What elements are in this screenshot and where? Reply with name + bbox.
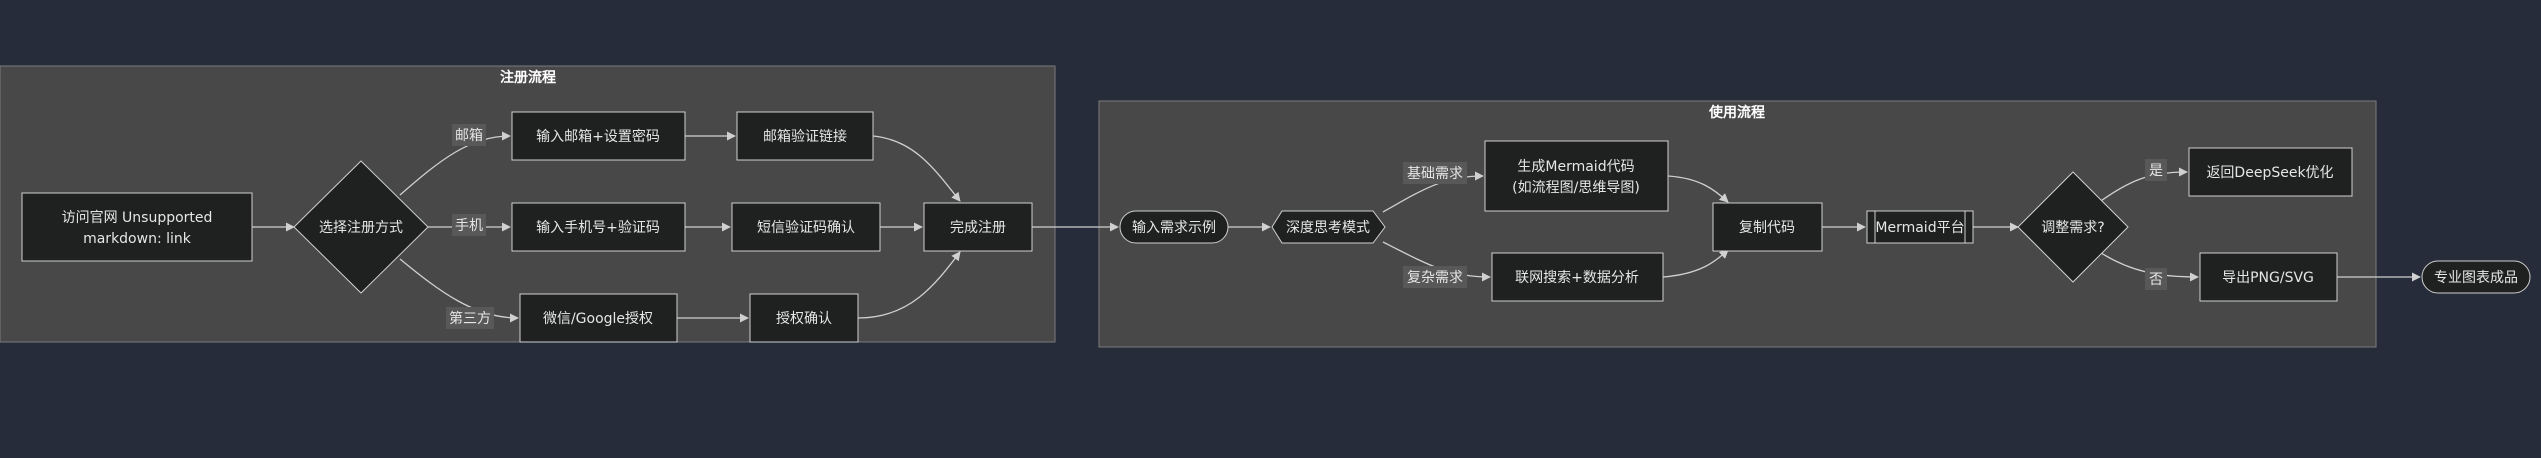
svg-text:联网搜索+数据分析: 联网搜索+数据分析 [1515,269,1639,286]
edge-choose-third [399,258,519,323]
node-visit[interactable]: 访问官网 Unsupported markdown: link [21,192,253,262]
node-mermaid[interactable]: Mermaid平台 [1866,210,1974,244]
svg-text:复制代码: 复制代码 [1739,219,1795,236]
svg-text:手机: 手机 [455,218,483,234]
svg-text:输入手机号+验证码: 输入手机号+验证码 [536,220,660,236]
svg-text:第三方: 第三方 [449,310,491,327]
svg-text:导出PNG/SVG: 导出PNG/SVG [2222,270,2314,286]
svg-text:(如流程图/思维导图): (如流程图/思维导图) [1512,180,1640,196]
svg-text:返回DeepSeek优化: 返回DeepSeek优化 [2206,165,2333,181]
svg-text:markdown: link: markdown: link [83,231,192,247]
node-adjust[interactable]: 调整需求? [2017,171,2129,283]
edge-label-phone: 手机 [452,214,486,236]
svg-text:是: 是 [2149,163,2163,179]
svg-text:授权确认: 授权确认 [776,311,832,327]
node-deep-mode[interactable]: 深度思考模式 [1271,210,1386,244]
node-final[interactable]: 专业图表成品 [2421,260,2531,294]
svg-text:专业图表成品: 专业图表成品 [2434,270,2518,286]
node-input-example[interactable]: 输入需求示例 [1119,210,1229,244]
edge-label-no: 否 [2145,268,2167,290]
edge-label-third: 第三方 [446,307,494,329]
node-third-party[interactable]: 微信/Google授权 [519,293,678,343]
node-phone-input[interactable]: 输入手机号+验证码 [511,202,686,252]
node-choose[interactable]: 选择注册方式 [293,160,429,294]
edge-adjust-back [2097,167,2188,204]
node-email-input[interactable]: 输入邮箱+设置密码 [511,111,686,161]
node-back[interactable]: 返回DeepSeek优化 [2188,147,2353,197]
svg-text:复杂需求: 复杂需求 [1407,269,1463,286]
edge-label-email: 邮箱 [452,124,486,146]
svg-text:生成Mermaid代码: 生成Mermaid代码 [1517,159,1634,175]
edge-auth-done [857,251,961,319]
node-copy-code[interactable]: 复制代码 [1712,202,1823,252]
node-auth-confirm[interactable]: 授权确认 [749,293,859,343]
svg-text:输入需求示例: 输入需求示例 [1132,220,1216,236]
node-email-verify[interactable]: 邮箱验证链接 [736,111,874,161]
edge-choose-email [399,131,511,196]
edge-label-complex: 复杂需求 [1403,266,1467,288]
edge-deep-gen [1382,171,1484,213]
node-done[interactable]: 完成注册 [923,202,1033,252]
node-sms-confirm[interactable]: 短信验证码确认 [731,202,881,252]
svg-text:调整需求?: 调整需求? [2041,220,2104,236]
svg-text:短信验证码确认: 短信验证码确认 [757,220,855,236]
edge-gen-copy [1667,175,1729,203]
svg-text:微信/Google授权: 微信/Google授权 [543,311,653,327]
node-web-search[interactable]: 联网搜索+数据分析 [1491,252,1664,302]
svg-text:邮箱: 邮箱 [455,128,483,144]
edge-label-yes: 是 [2145,159,2167,181]
edges [252,131,2421,323]
node-export[interactable]: 导出PNG/SVG [2199,252,2338,302]
cluster-register-title: 注册流程 [500,69,556,86]
svg-text:完成注册: 完成注册 [950,220,1006,236]
svg-text:选择注册方式: 选择注册方式 [319,220,403,236]
svg-text:邮箱验证链接: 邮箱验证链接 [763,128,847,145]
svg-text:输入邮箱+设置密码: 输入邮箱+设置密码 [536,128,660,145]
edge-search-copy [1662,249,1729,278]
svg-text:否: 否 [2149,272,2163,288]
cluster-usage-title: 使用流程 [1708,104,1765,121]
node-gen-code[interactable]: 生成Mermaid代码 (如流程图/思维导图) [1484,140,1669,212]
edge-label-basic: 基础需求 [1403,162,1467,184]
svg-text:基础需求: 基础需求 [1407,165,1463,182]
svg-text:深度思考模式: 深度思考模式 [1286,220,1370,236]
edge-verify-done [872,135,961,202]
svg-text:Mermaid平台: Mermaid平台 [1875,220,1964,236]
svg-text:访问官网 Unsupported: 访问官网 Unsupported [62,210,213,226]
